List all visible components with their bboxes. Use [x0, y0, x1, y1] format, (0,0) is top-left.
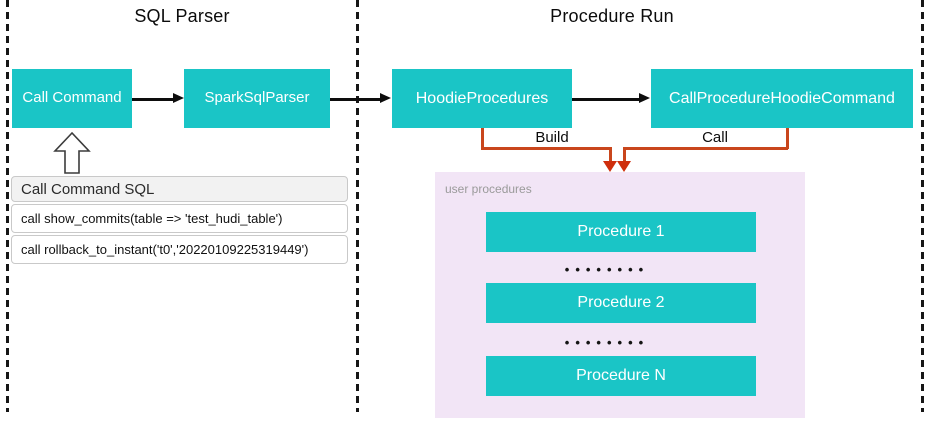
node-procedure-1: Procedure 1	[486, 212, 756, 252]
edge-label-build: Build	[535, 129, 569, 146]
arrowhead-right-icon	[639, 93, 650, 103]
ellipsis-dots: ••••••••	[564, 335, 650, 350]
call-connector-vertical	[786, 128, 789, 149]
call-connector-horizontal	[623, 147, 788, 150]
node-call-command: Call Command	[12, 69, 132, 128]
section-title-sql-parser: SQL Parser	[134, 6, 230, 26]
node-procedure-n: Procedure N	[486, 356, 756, 396]
build-arrowhead-icon	[603, 161, 617, 172]
sql-example-row: call rollback_to_instant('t0','202201092…	[11, 235, 348, 264]
user-procedures-label: user procedures	[445, 182, 532, 196]
dashed-border-middle	[356, 0, 359, 412]
node-procedure-2: Procedure 2	[486, 283, 756, 323]
node-spark-sql-parser: SparkSqlParser	[184, 69, 330, 128]
call-connector-drop	[623, 147, 626, 162]
arrow-hoodieprocedures-to-command	[572, 98, 641, 101]
call-arrowhead-icon	[617, 161, 631, 172]
user-procedures-panel: user procedures Procedure 1 •••••••• Pro…	[435, 172, 805, 418]
build-connector-drop	[609, 147, 612, 162]
dashed-border-right	[921, 0, 924, 412]
sql-table-header: Call Command SQL	[11, 176, 348, 202]
edge-label-call: Call	[702, 129, 728, 146]
sql-example-row: call show_commits(table => 'test_hudi_ta…	[11, 204, 348, 233]
build-connector-horizontal	[481, 147, 612, 150]
node-hoodie-procedures: HoodieProcedures	[392, 69, 572, 128]
build-connector-vertical	[481, 128, 484, 149]
node-call-procedure-hoodie-command: CallProcedureHoodieCommand	[651, 69, 913, 128]
section-title-procedure-run: Procedure Run	[550, 6, 674, 26]
arrowhead-right-icon	[173, 93, 184, 103]
ellipsis-dots: ••••••••	[564, 262, 650, 277]
arrow-parser-to-hoodieprocedures	[330, 98, 382, 101]
call-command-sql-table: Call Command SQL call show_commits(table…	[11, 176, 348, 266]
dashed-border-left	[6, 0, 9, 412]
arrow-callcommand-to-parser	[132, 98, 175, 101]
hollow-up-arrow-icon	[53, 132, 91, 174]
arrowhead-right-icon	[380, 93, 391, 103]
